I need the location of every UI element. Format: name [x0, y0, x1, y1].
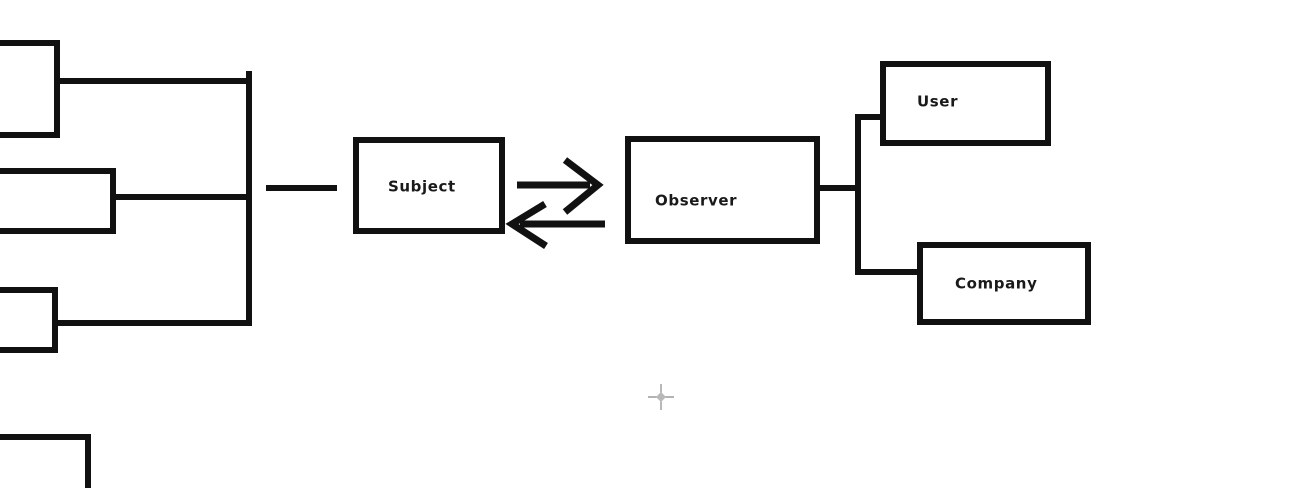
arrow-subject-to-observer[interactable]: [517, 157, 604, 215]
left-connectors: [55, 71, 337, 326]
observer-label: Observer: [655, 192, 737, 210]
node-company[interactable]: Company: [917, 242, 1091, 325]
user-box[interactable]: [880, 61, 1051, 146]
subject-label: Subject: [388, 178, 456, 196]
arrow-left-head: [505, 201, 548, 249]
left-box-bottom[interactable]: [0, 287, 58, 353]
crosshair-center-diamond: [656, 392, 666, 402]
left-partial-boxes: [0, 40, 116, 488]
left-box-middle[interactable]: [0, 168, 116, 234]
node-observer[interactable]: Observer: [625, 136, 820, 244]
company-box[interactable]: [917, 242, 1091, 325]
user-label: User: [917, 93, 958, 111]
company-label: Company: [955, 275, 1037, 293]
crosshair-icon: [648, 384, 674, 410]
left-box-top[interactable]: [0, 40, 60, 138]
left-box-corner[interactable]: [0, 434, 91, 488]
observer-box[interactable]: [625, 136, 820, 244]
arrow-right-head: [562, 157, 604, 215]
node-user[interactable]: User: [880, 61, 1051, 146]
arrow-observer-to-subject[interactable]: [505, 201, 605, 249]
subject-box[interactable]: [353, 137, 505, 234]
node-subject[interactable]: Subject: [353, 137, 505, 234]
